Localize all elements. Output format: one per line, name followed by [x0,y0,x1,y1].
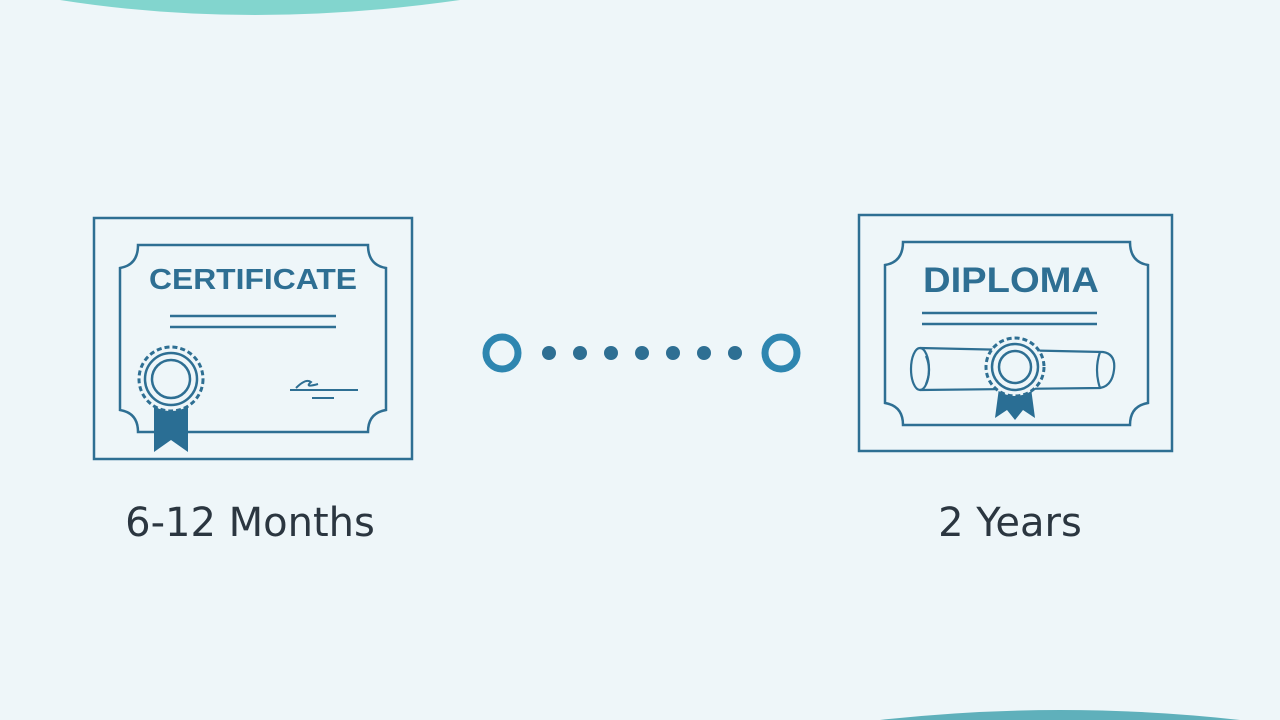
timeline-connector [482,333,801,373]
certificate-icon: CERTIFICATE [92,216,414,461]
connector-start-ring [482,333,522,373]
certificate-outer-frame [92,216,414,461]
diploma-ribbon [995,388,1035,420]
diploma-outer-frame [857,213,1174,453]
diploma-seal-inner [997,349,1033,385]
certificate-title: CERTIFICATE [149,264,357,296]
connector-dots [542,346,742,360]
certificate-signature [290,379,358,399]
diploma-scroll-icon [909,346,1116,392]
top-decorative-shape [60,0,460,15]
connector-dot [697,346,711,360]
connector-dot [635,346,649,360]
connector-dot [542,346,556,360]
certificate-ribbon [154,400,188,452]
connector-dot [666,346,680,360]
connector-dot [573,346,587,360]
diploma-seal-icon [984,336,1046,420]
diploma-duration-label: 2 Years [938,500,1082,546]
connector-dot [604,346,618,360]
certificate-seal-icon [137,345,205,452]
diploma-title: DIPLOMA [923,261,1099,300]
certificate-duration-label: 6-12 Months [125,500,375,546]
bottom-decorative-shape [880,710,1240,720]
certificate-inner-frame [118,243,388,434]
connector-dot [728,346,742,360]
diploma-icon: DIPLOMA [857,213,1174,453]
connector-end-ring [761,333,801,373]
diploma-inner-frame [883,240,1150,427]
certificate-seal-inner [150,358,192,400]
